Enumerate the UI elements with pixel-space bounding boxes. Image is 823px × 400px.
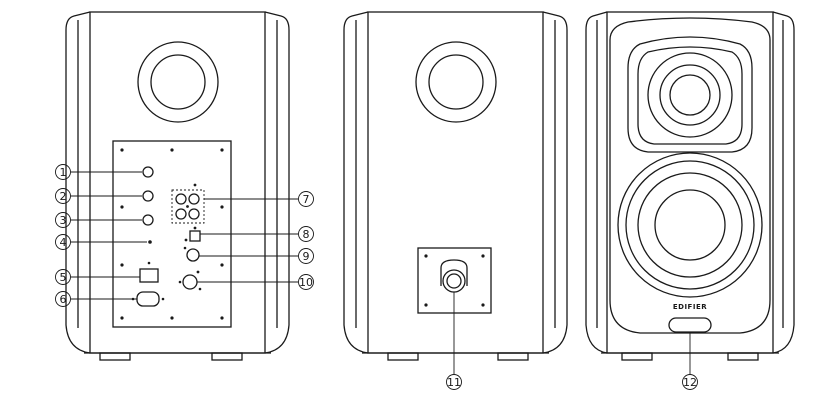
callout-label: 1: [60, 166, 67, 179]
foot: [497, 352, 529, 361]
mounting-plate: [417, 247, 492, 314]
callout-4: 4: [55, 234, 147, 250]
front-view: EDIFIER 12: [585, 11, 795, 390]
callout-label: 4: [60, 236, 67, 249]
knob-2: [142, 190, 154, 202]
callout-8: 8: [200, 226, 314, 242]
front-knob: [668, 317, 712, 333]
foot: [727, 352, 759, 361]
knob-1: [142, 166, 154, 178]
panel-screws: [120, 148, 224, 320]
callout-label: 12: [683, 376, 697, 389]
callout-5: 5: [55, 269, 140, 285]
callout-3: 3: [55, 212, 142, 228]
callout-10: 10: [197, 274, 314, 290]
coaxial-input: [186, 248, 200, 262]
callout-label: 8: [303, 228, 310, 241]
callout-7: 7: [204, 191, 314, 207]
callout-6: 6: [55, 291, 137, 307]
optical-input: [189, 230, 201, 242]
rear-view-plain: 11: [343, 11, 568, 390]
audio-jack: [182, 274, 198, 290]
knob-3: [142, 214, 154, 226]
indicator-light: [148, 240, 152, 244]
callout-label: 9: [303, 250, 310, 263]
callout-label: 7: [303, 193, 310, 206]
callout-9: 9: [199, 248, 314, 264]
foot: [387, 352, 419, 361]
front-baffle: [609, 17, 771, 334]
callout-label: 10: [299, 276, 313, 289]
callout-label: 11: [447, 376, 461, 389]
foot: [211, 352, 243, 361]
callout-label: 2: [60, 190, 67, 203]
power-switch: [139, 268, 159, 283]
brand-logo: EDIFIER: [673, 303, 707, 311]
callout-11: 11: [446, 292, 462, 390]
woofer: [617, 152, 763, 298]
rear-port: [137, 41, 219, 123]
callout-label: 3: [60, 214, 67, 227]
power-socket: [136, 291, 160, 307]
callout-12: 12: [682, 332, 698, 390]
foot: [99, 352, 131, 361]
rear-port: [415, 41, 497, 123]
callout-2: 2: [55, 188, 142, 204]
rear-view-with-panel: 1 2 3 4 5 6 7: [55, 11, 314, 361]
foot: [621, 352, 653, 361]
callout-label: 6: [60, 293, 67, 306]
callout-1: 1: [55, 164, 142, 180]
tweeter: [647, 52, 733, 138]
callout-label: 5: [60, 271, 67, 284]
speaker-terminals: [171, 189, 205, 224]
